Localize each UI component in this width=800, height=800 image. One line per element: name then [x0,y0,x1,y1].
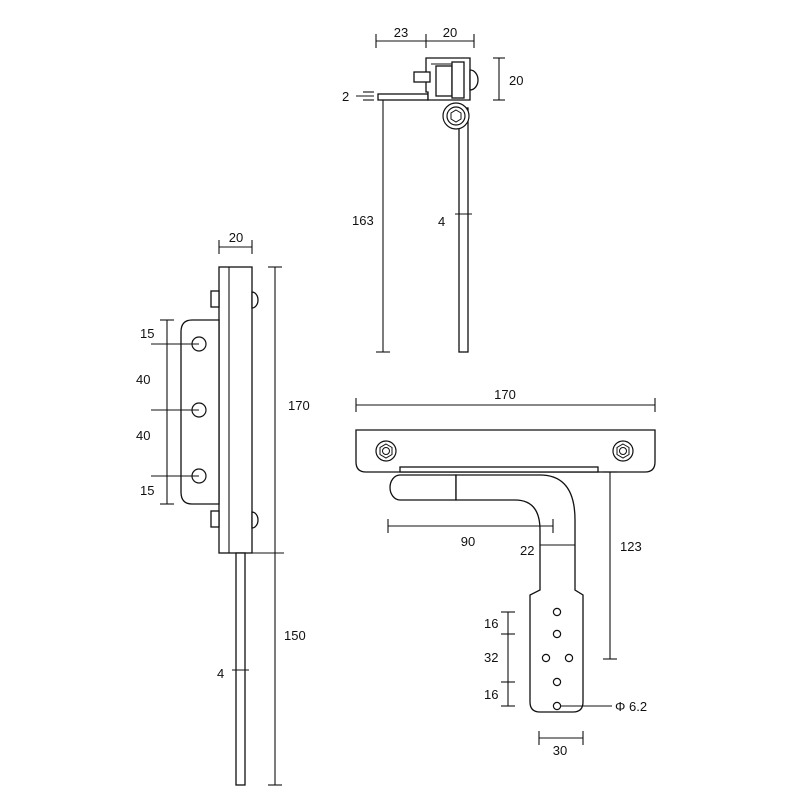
arm-hole [541,653,551,663]
arm-hole [564,653,574,663]
side-view: 20 15 40 40 15 4 170 [136,230,310,786]
bracket-block [435,65,453,97]
arm-hole [552,607,562,617]
pin-cap [469,69,479,91]
arm-hole [552,701,562,711]
dim-label-40-a: 40 [136,372,150,387]
dim-label-16-bottom: 16 [484,687,498,702]
dim-label-40-b: 40 [136,428,150,443]
nut-bore [382,447,390,455]
dim-label-20-right: 20 [509,73,523,88]
pin-bottom [251,511,259,529]
hinge-body [218,266,253,554]
dim-label-22: 22 [520,543,534,558]
plate-rail [399,466,599,473]
dim-label-170-side: 170 [288,398,310,413]
nut-outer [612,440,634,462]
nut-outer [375,440,397,462]
dim-label-20-side: 20 [229,230,243,245]
dim-label-163: 163 [352,213,374,228]
plate-arm [377,93,429,101]
dim-label-123: 123 [620,539,642,554]
front-view: 170 90 22 123 [355,387,656,758]
dim-label-150: 150 [284,628,306,643]
dim-label-4-top: 4 [438,214,445,229]
side-stem-bar [235,552,246,786]
front-plate [355,429,656,473]
pin-top [251,291,259,309]
dim-label-30: 30 [553,743,567,758]
dim-label-4-side: 4 [217,666,224,681]
pin-rod [389,474,457,501]
dim-label-15-top: 15 [140,326,154,341]
dim-label-32: 32 [484,650,498,665]
stem-bar [458,107,469,353]
pivot-inner-circle [446,106,466,126]
dim-label-20-top: 20 [443,25,457,40]
dim-label-170-front: 170 [494,387,516,402]
dim-label-23: 23 [394,25,408,40]
bracket-tab [413,71,431,83]
hex-socket-icon [450,109,462,123]
dim-label-2: 2 [342,89,349,104]
arm-hole [552,629,562,639]
dim-label-hole: Φ 6.2 [615,699,647,714]
arm-hole [552,677,562,687]
tab-bottom [210,510,220,528]
nut-bore [619,447,627,455]
dim-label-16-top: 16 [484,616,498,631]
bent-arm [455,474,584,713]
hex-nut-icon [616,443,630,459]
dim-label-90: 90 [461,534,475,549]
dim-label-15-bottom: 15 [140,483,154,498]
hex-nut-icon [379,443,393,459]
tab-top [210,290,220,308]
top-view: 23 20 20 2 163 4 [342,25,523,353]
bracket-block-side [451,61,465,99]
